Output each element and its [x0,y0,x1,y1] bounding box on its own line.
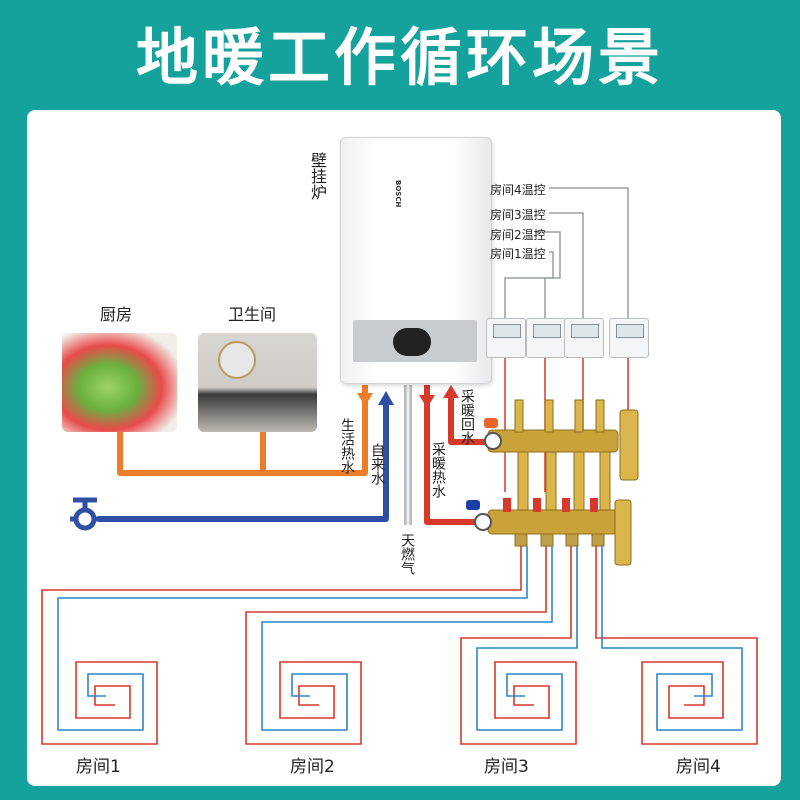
heating-supply-label: 采暖热水 [430,442,446,498]
wire-room1 [504,251,554,318]
room-label-3: 房间3 [484,757,529,777]
room-label-1: 房间1 [76,757,121,777]
page-title: 地暖工作循环场景 [135,21,664,94]
dhw-label: 生活热水 [339,418,355,474]
return-gauge-icon [484,432,502,450]
tap-valve-icon [70,497,100,531]
wire-room3 [549,212,584,318]
wire-room4 [549,187,629,318]
dhw-pipe [117,385,373,476]
floor-loop-room1 [41,546,528,745]
thermostat-room4 [609,318,649,358]
heating-return-pipe [443,385,490,445]
boiler-control-band [353,320,477,362]
floor-loop-room2 [245,546,553,745]
thermostat-room2 [526,318,566,358]
room-label-2: 房间2 [290,757,335,777]
boiler-label: 壁挂炉 [308,152,327,200]
bathroom-label: 卫生间 [228,305,277,324]
wire-room2 [535,231,561,318]
gas-label: 天燃气 [399,533,415,575]
boiler-unit [340,137,492,384]
supply-valve-icon [466,500,480,510]
tap-water-pipe [98,391,394,522]
tap-water-label: 自来水 [369,443,385,485]
thermostat-wires [504,187,629,318]
kitchen-label: 厨房 [100,305,133,324]
thermostat-room1 [486,318,526,358]
bathroom-mirror-icon [218,341,256,379]
boiler-brand: BOSCH [394,180,402,208]
supply-arrow-icon [419,395,435,408]
manifold [466,399,639,566]
return-arrow-icon [443,385,459,398]
floor-loop-room3 [460,546,578,745]
supply-gauge-icon [474,513,492,531]
floor-loop-room4 [595,546,758,745]
tap-water-arrow-icon [378,391,394,405]
dhw-arrow-icon [357,393,373,406]
thermostat-label-room3: 房间3温控 [490,208,546,222]
heating-supply-pipe [419,385,490,525]
boiler-display [393,328,431,356]
kitchen-photo [62,333,177,432]
thermostat-room3 [564,318,604,358]
return-valve-icon [484,418,498,428]
bathroom-photo [198,333,317,432]
thermostat-label-room1: 房间1温控 [490,247,546,261]
room-label-4: 房间4 [676,757,721,777]
thermostat-label-room2: 房间2温控 [490,228,546,242]
heating-return-label: 采暖回水 [459,389,475,445]
thermostat-label-room4: 房间4温控 [490,183,546,197]
